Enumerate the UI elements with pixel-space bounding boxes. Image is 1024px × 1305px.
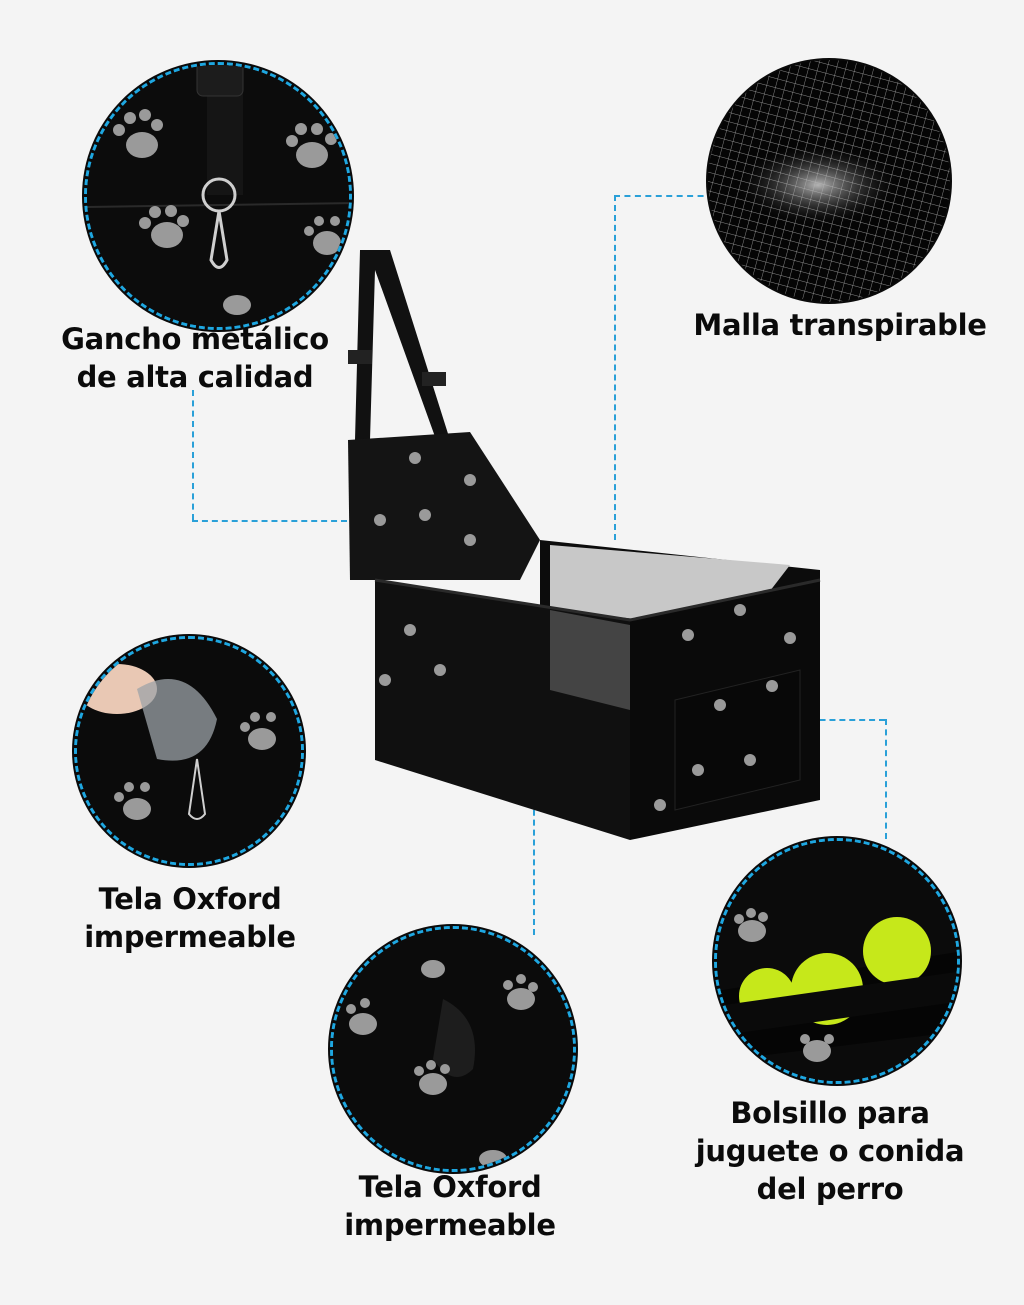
connector-mesh-vertical (614, 195, 616, 540)
hook-label: Gancho metálico de alta calidad (61, 322, 329, 394)
connector-hook-horizontal (192, 520, 347, 522)
mesh-label: Malla transpirable (693, 308, 987, 342)
connector-mesh-horizontal (614, 195, 714, 197)
pocket-label: Bolsillo para juguete o conida del perro (695, 1096, 965, 1206)
pocket-closeup-image (714, 838, 960, 1084)
connector-oxford-bottom-vertical (533, 760, 535, 935)
connector-hook-vertical (192, 390, 194, 520)
hook-closeup-image (84, 62, 352, 330)
oxford-left-label: Tela Oxford impermeable (84, 882, 296, 954)
product-car-seat-image (320, 240, 830, 860)
oxford-bottom-label: Tela Oxford impermeable (344, 1170, 556, 1242)
water-drops-closeup-image (330, 926, 576, 1172)
connector-pocket-vertical (885, 719, 887, 839)
connector-pocket-horizontal (770, 719, 885, 721)
water-pour-closeup-image (74, 636, 304, 866)
mesh-closeup-image (708, 60, 950, 302)
